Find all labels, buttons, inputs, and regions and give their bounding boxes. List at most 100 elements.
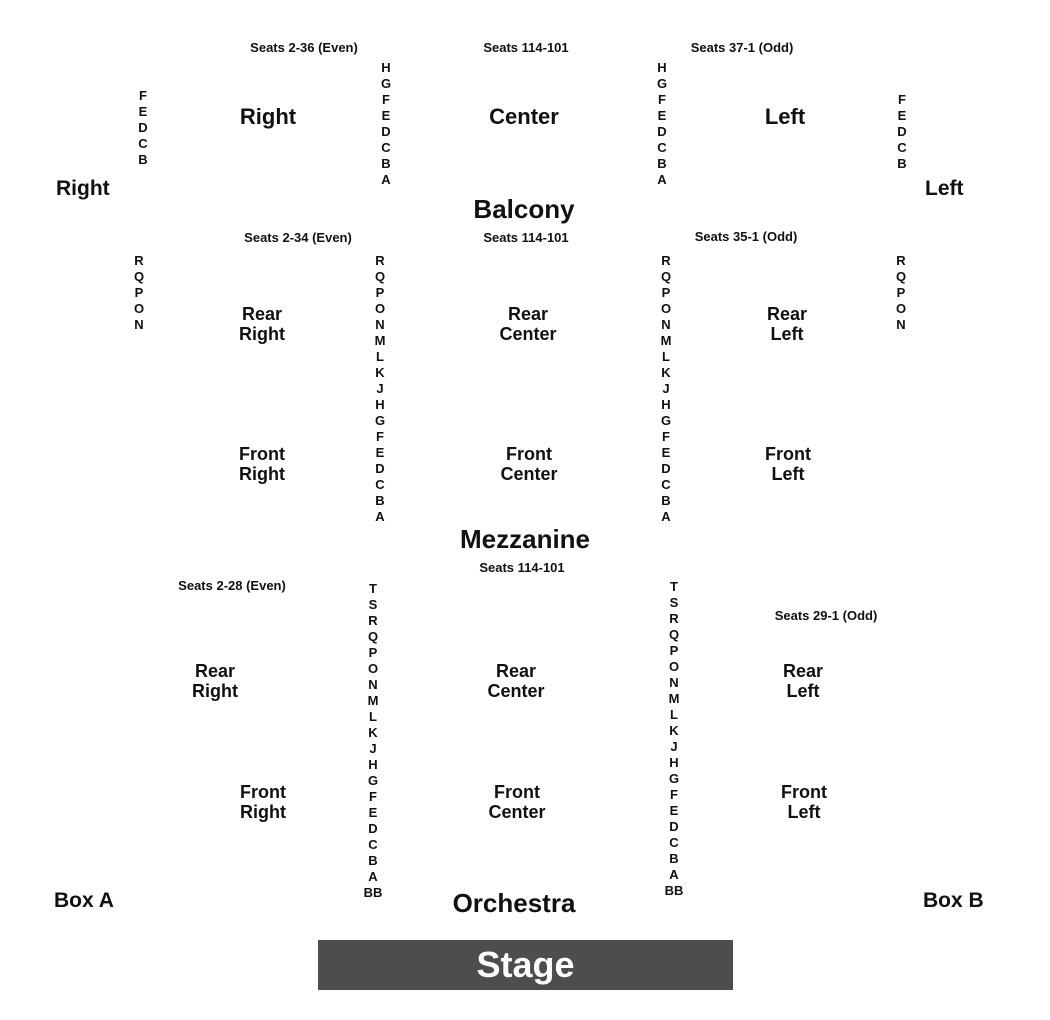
row-letter: M (367, 693, 379, 708)
row-letter: A (669, 867, 679, 882)
row-letter: F (139, 88, 147, 103)
row-letter: D (657, 124, 667, 139)
row-letter: N (661, 317, 671, 332)
row-letter: R (896, 253, 906, 268)
stage: Stage (318, 940, 733, 990)
row-letter: C (657, 140, 667, 155)
balcony-seats-left: Seats 37-1 (Odd) (690, 40, 794, 55)
row-letter: R (375, 253, 385, 268)
balcony-section-center[interactable]: Center (489, 104, 559, 129)
box-a[interactable]: Box A (54, 889, 114, 912)
balcony-side-left[interactable]: Left (925, 177, 964, 200)
row-letter: H (669, 755, 679, 770)
balcony-seats-center: Seats 114-101 (483, 40, 569, 55)
row-letter: A (381, 172, 391, 187)
row-letter: P (896, 285, 906, 300)
row-letter: R (368, 613, 378, 628)
mezzanine-seats-right: Seats 2-34 (Even) (244, 230, 352, 245)
row-letter: H (657, 60, 667, 75)
row-letter: C (381, 140, 391, 155)
row-letter: K (368, 725, 378, 740)
row-letter: J (670, 739, 678, 754)
row-letter: F (898, 92, 906, 107)
row-letter: O (133, 301, 145, 316)
balcony-seats-right: Seats 2-36 (Even) (250, 40, 358, 55)
balcony-section-left[interactable]: Left (764, 104, 806, 129)
row-letter: J (662, 381, 670, 396)
balcony-section-right[interactable]: Right (239, 104, 297, 129)
row-letter: A (375, 509, 385, 524)
row-letter: C (897, 140, 907, 155)
row-letter: A (368, 869, 378, 884)
row-letter: C (138, 136, 148, 151)
row-letter: C (375, 477, 385, 492)
row-letter: T (670, 579, 678, 594)
row-letter: O (895, 301, 907, 316)
row-letter: E (897, 108, 907, 123)
row-letter: O (660, 301, 672, 316)
row-letter: M (660, 333, 672, 348)
row-letter: N (669, 675, 679, 690)
row-letter: G (660, 413, 672, 428)
row-letter: E (381, 108, 391, 123)
orchestra-seats-left: Seats 29-1 (Odd) (774, 608, 878, 623)
balcony-side-right[interactable]: Right (56, 177, 110, 200)
row-letter: R (661, 253, 671, 268)
row-letter: M (374, 333, 386, 348)
row-letter: P (368, 645, 378, 660)
balcony-area-title: Balcony (473, 194, 575, 224)
row-letter: H (661, 397, 671, 412)
row-letter: H (381, 60, 391, 75)
row-letter: E (661, 445, 671, 460)
mezzanine-seats-left: Seats 35-1 (Odd) (694, 229, 798, 244)
row-letter: F (369, 789, 377, 804)
row-letter: C (661, 477, 671, 492)
row-letter: Q (133, 269, 145, 284)
row-letter: F (662, 429, 670, 444)
row-letter: B (669, 851, 679, 866)
row-letter: B (661, 493, 671, 508)
row-letter: Q (895, 269, 907, 284)
row-letter: P (661, 285, 671, 300)
row-letter: J (376, 381, 384, 396)
row-letter: F (658, 92, 666, 107)
box-b[interactable]: Box B (923, 889, 984, 912)
row-letter: D (669, 819, 679, 834)
row-letter: E (669, 803, 679, 818)
row-letter: G (374, 413, 386, 428)
row-letter: E (368, 805, 378, 820)
row-letter: O (374, 301, 386, 316)
row-letter: P (669, 643, 679, 658)
mezzanine-area-title: Mezzanine (459, 524, 591, 554)
row-letter: P (375, 285, 385, 300)
orchestra-seats-right: Seats 2-28 (Even) (178, 578, 286, 593)
row-letter: BB (664, 883, 684, 898)
row-letter: BB (363, 885, 383, 900)
row-letter: L (662, 349, 670, 364)
row-letter: Q (668, 627, 680, 642)
row-letter: P (134, 285, 144, 300)
row-letter: K (661, 365, 671, 380)
row-letter: B (375, 493, 385, 508)
row-letter: R (669, 611, 679, 626)
row-letter: Q (367, 629, 379, 644)
row-letter: C (368, 837, 378, 852)
